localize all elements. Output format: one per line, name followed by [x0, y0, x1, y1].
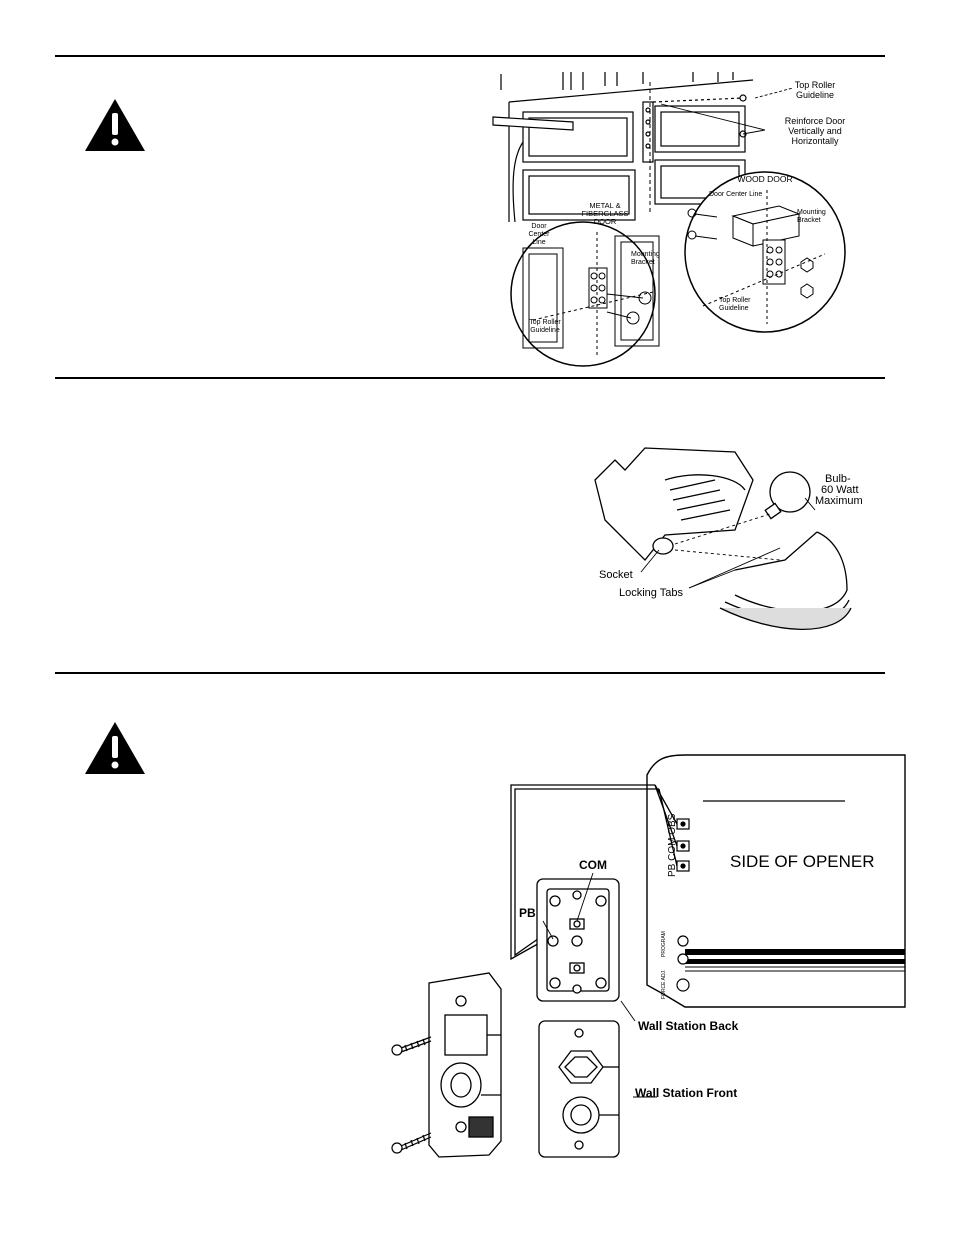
section-divider-middle: [55, 377, 885, 379]
wall-station-front-label: Wall Station Front: [635, 1086, 737, 1100]
program-label: PROGRAM: [661, 931, 667, 957]
terminals-label: PB COM OBS: [667, 813, 678, 877]
force-adj-label: FORCE ADJ.: [661, 970, 667, 999]
wood-door-label: WOOD DOOR: [737, 174, 792, 184]
section-divider-bottom: [55, 672, 885, 674]
wall-station-figure: SIDE OF OPENER PB COM OBS PROGRAM FORCE …: [391, 754, 906, 1158]
door-center-line-label: Door Center Line: [709, 191, 762, 198]
section-divider-top: [55, 55, 885, 57]
wall-station-back-label: Wall Station Back: [638, 1019, 739, 1033]
side-of-opener-label: SIDE OF OPENER: [730, 852, 875, 871]
socket-label: Socket: [599, 569, 633, 581]
warning-icon: [85, 722, 145, 774]
warning-icon: [85, 99, 145, 151]
pb-label: PB: [519, 906, 536, 920]
locking-tabs-label: Locking Tabs: [619, 587, 684, 599]
com-label: COM: [579, 858, 607, 872]
